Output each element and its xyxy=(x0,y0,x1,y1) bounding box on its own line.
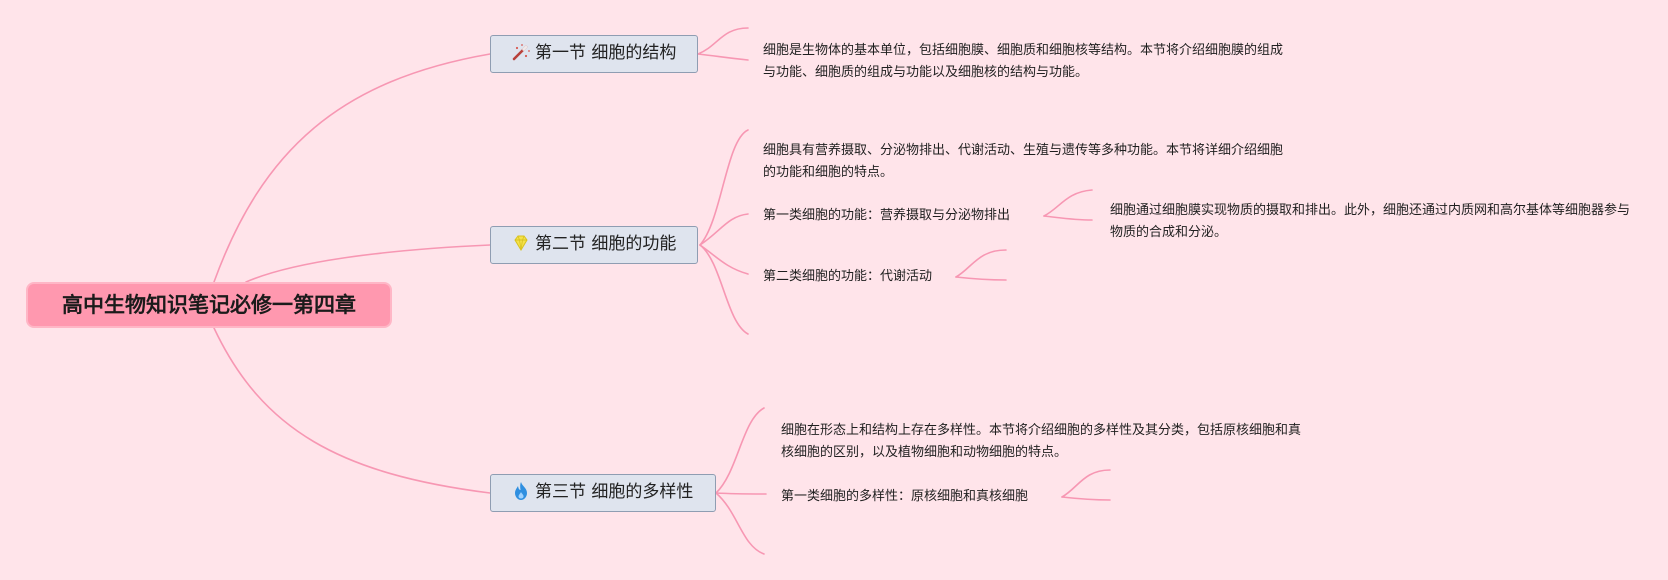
connector-root-section-3 xyxy=(213,327,491,494)
section-1-note[interactable]: 细胞是生物体的基本单位，包括细胞膜、细胞质和细胞核等结构。本节将介绍细胞膜的组成… xyxy=(763,43,1284,80)
connector-section-2-sub-2 xyxy=(699,244,749,275)
section-2-note[interactable]: 细胞具有营养摄取、分泌物排出、代谢活动、生殖与遗传等多种功能。本节将详细介绍细胞… xyxy=(763,143,1284,180)
connector-section-1-note-top xyxy=(697,27,749,55)
section-1-topic[interactable]: 第一节 细胞的结构 xyxy=(490,35,698,73)
section-2-topic[interactable]: 第二节 细胞的功能 xyxy=(490,226,698,264)
connector-section-3-top xyxy=(715,407,765,494)
section-2-sub-1[interactable]: 第一类细胞的功能：营养摄取与分泌物排出 xyxy=(763,208,1011,223)
section-2-sub-2[interactable]: 第二类细胞的功能：代谢活动 xyxy=(763,269,933,284)
connector-sub-1-detail-bottom xyxy=(1043,215,1093,221)
flame-icon xyxy=(511,479,531,500)
section-2-title: 第二节 细胞的功能 xyxy=(535,234,677,254)
section-3-sub-1[interactable]: 第一类细胞的多样性：原核细胞和真核细胞 xyxy=(781,489,1029,504)
section-3-note[interactable]: 细胞在形态上和结构上存在多样性。本节将介绍细胞的多样性及其分类，包括原核细胞和真… xyxy=(781,423,1302,460)
connector-sub-2-top xyxy=(955,249,1007,278)
connector-section-1-note-bottom xyxy=(697,53,749,61)
root-topic[interactable]: 高中生物知识笔记必修一第四章 xyxy=(26,282,392,328)
connector-sub-2-bottom xyxy=(955,276,1007,281)
gem-icon xyxy=(511,231,531,251)
connector-root-section-2 xyxy=(245,244,491,283)
connector-section-3-bottom xyxy=(715,492,765,555)
section-1-title: 第一节 细胞的结构 xyxy=(535,43,677,63)
section-3-topic[interactable]: 第三节 细胞的多样性 xyxy=(490,474,716,512)
magic-wand-icon xyxy=(511,40,531,61)
section-2-sub-1-detail[interactable]: 细胞通过细胞膜实现物质的摄取和排出。此外，细胞还通过内质网和高尔基体等细胞器参与… xyxy=(1110,203,1631,240)
connector-sub-3-top xyxy=(1061,469,1111,498)
connector-section-2-bottom xyxy=(699,244,749,335)
connector-section-3-sub-1 xyxy=(715,492,767,495)
connector-section-2-top xyxy=(699,129,749,246)
connector-section-2-sub-1 xyxy=(699,213,749,246)
section-3-title: 第三节 细胞的多样性 xyxy=(535,482,694,502)
connector-root-section-1 xyxy=(213,53,491,283)
connector-sub-3-bottom xyxy=(1061,496,1111,501)
connector-sub-1-detail-top xyxy=(1043,189,1093,217)
